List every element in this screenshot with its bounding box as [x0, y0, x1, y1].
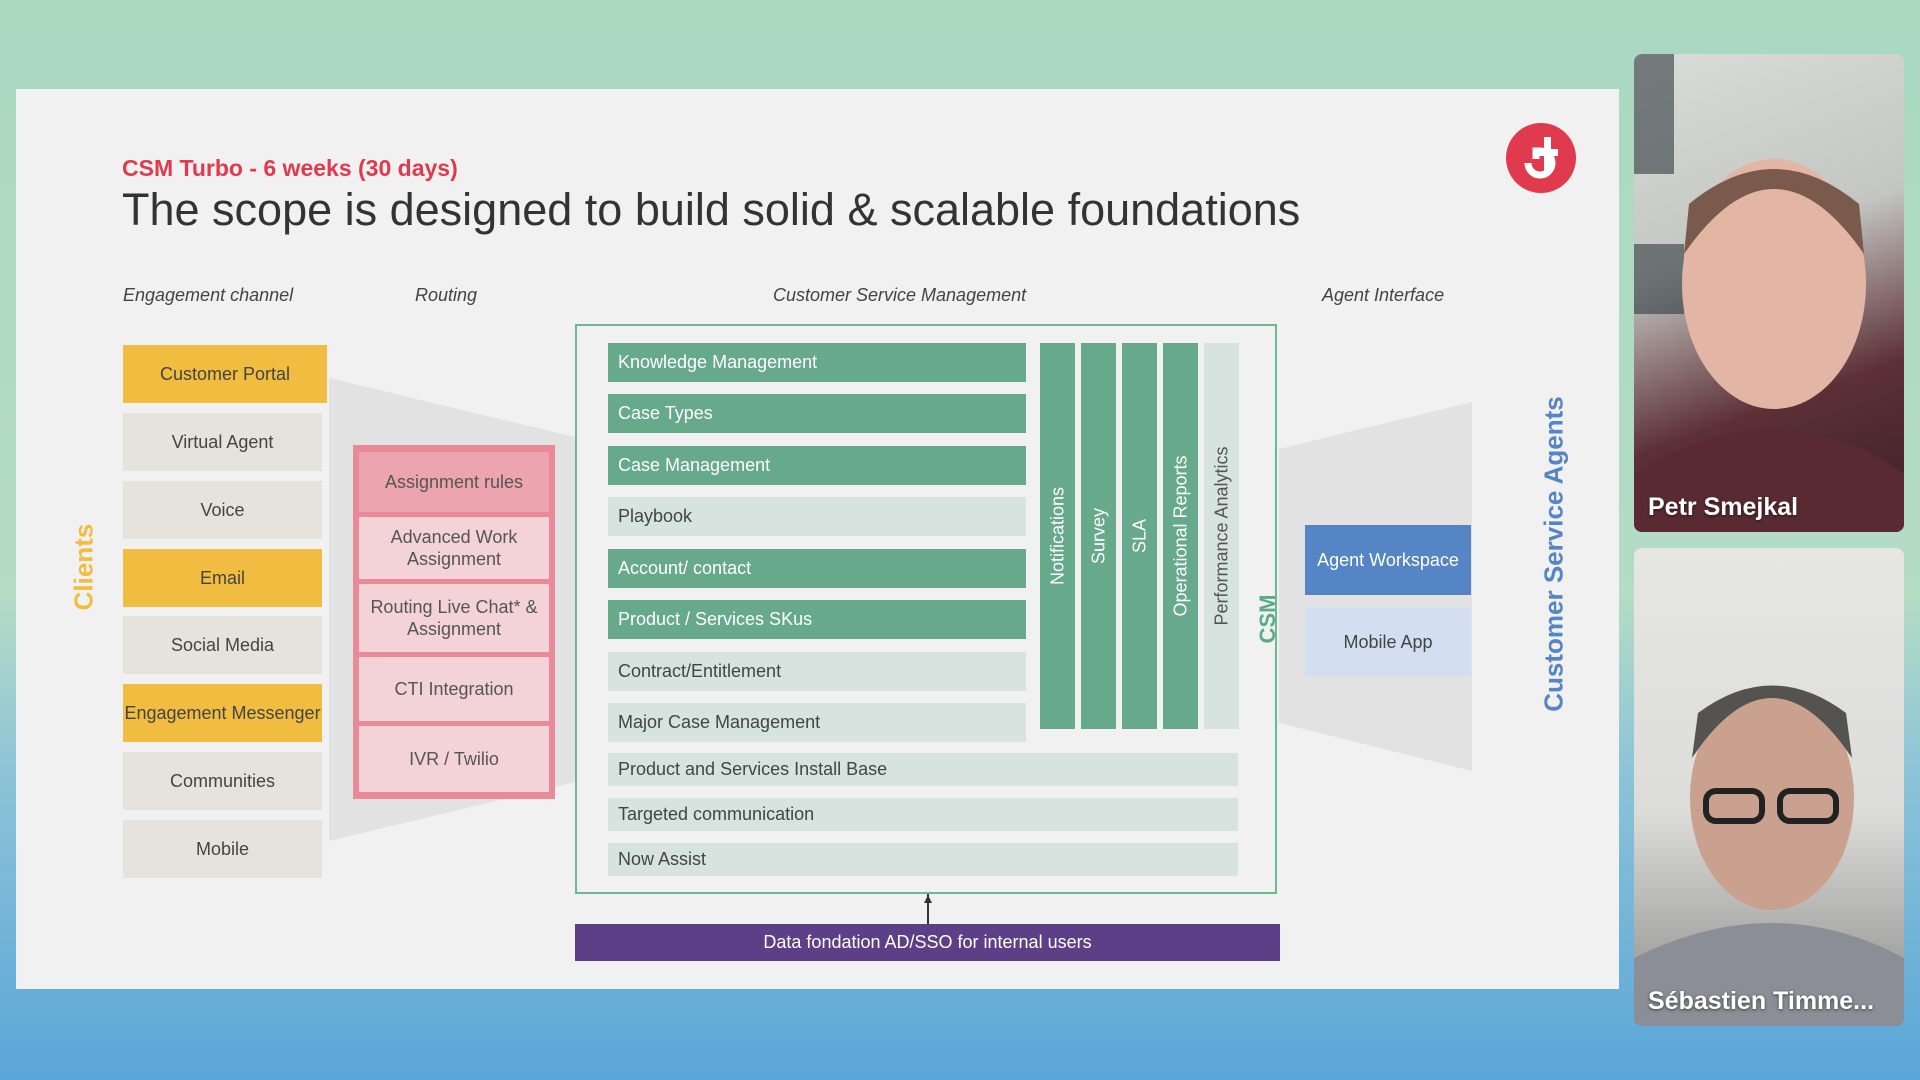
header-customer-service-management: Customer Service Management [773, 285, 1027, 305]
csm-row-targeted-communication: Targeted communication [608, 798, 1238, 831]
csm-row-product-services-skus: Product / Services SKus [608, 600, 1026, 639]
csm-column-label: Survey [1088, 507, 1108, 565]
header-engagement-channel: Engagement channel [123, 285, 294, 305]
csm-column-operational-reports: Operational Reports [1163, 343, 1198, 729]
csm-column-performance-analytics: Performance Analytics [1204, 343, 1239, 729]
csm-row-account-contact: Account/ contact [608, 549, 1026, 588]
channel-email: Email [123, 549, 322, 607]
slide-title: The scope is designed to build solid & s… [122, 184, 1301, 235]
channel-communities: Communities [123, 752, 322, 810]
csm-column-label: Notifications [1047, 486, 1067, 586]
csm-column-notifications: Notifications [1040, 343, 1075, 729]
header-routing: Routing [415, 285, 478, 305]
csm-row-case-management: Case Management [608, 446, 1026, 485]
participant-name: Sébastien Timme... [1648, 987, 1875, 1015]
csm-row-playbook: Playbook [608, 497, 1026, 536]
clients-label: Clients [68, 523, 99, 611]
customer-service-agents-label: Customer Service Agents [1538, 396, 1569, 712]
participant-2-video-feed [1634, 685, 1904, 1026]
csm-row-knowledge-management: Knowledge Management [608, 343, 1026, 382]
video-tile-participant-1[interactable]: Petr Smejkal [1634, 54, 1904, 532]
csm-row-now-assist: Now Assist [608, 843, 1238, 876]
channel-mobile: Mobile [123, 820, 322, 878]
mobile-app-box: Mobile App [1305, 607, 1471, 676]
channel-virtual-agent: Virtual Agent [123, 413, 322, 471]
data-foundation-bar: Data fondation AD/SSO for internal users [575, 924, 1280, 961]
csm-column-sla: SLA [1122, 343, 1157, 729]
csm-column-label: Performance Analytics [1211, 446, 1231, 626]
csm-column-label: Operational Reports [1170, 455, 1190, 617]
csm-column-label: SLA [1129, 518, 1149, 554]
channel-customer-portal: Customer Portal [123, 345, 327, 403]
channel-voice: Voice [123, 481, 322, 539]
csm-row-major-case-management: Major Case Management [608, 703, 1026, 742]
company-logo-icon [1506, 123, 1576, 193]
csm-row-install-base: Product and Services Install Base [608, 753, 1238, 786]
participant-name: Petr Smejkal [1648, 493, 1799, 521]
csm-row-contract-entitlement: Contract/Entitlement [608, 652, 1026, 691]
agent-workspace-box: Agent Workspace [1305, 525, 1471, 595]
participant-1-video-feed [1634, 54, 1904, 532]
presentation-slide: CSM Turbo - 6 weeks (30 days) The scope … [16, 89, 1619, 989]
csm-row-case-types: Case Types [608, 394, 1026, 433]
routing-assignment-rules: Assignment rules [359, 452, 549, 512]
routing-advanced-work-assignment: Advanced Work Assignment [359, 517, 549, 579]
csm-label: CSM [1255, 594, 1280, 644]
routing-ivr-twilio: IVR / Twilio [359, 726, 549, 792]
csm-column-survey: Survey [1081, 343, 1116, 729]
routing-cti-integration: CTI Integration [359, 657, 549, 721]
slide-subtitle: CSM Turbo - 6 weeks (30 days) [122, 155, 458, 181]
video-tile-participant-2[interactable]: Sébastien Timme... [1634, 548, 1904, 1026]
channel-social-media: Social Media [123, 616, 322, 674]
channel-engagement-messenger: Engagement Messenger [123, 684, 322, 742]
routing-live-chat: Routing Live Chat* & Assignment [359, 584, 549, 652]
header-agent-interface: Agent Interface [1322, 285, 1445, 305]
